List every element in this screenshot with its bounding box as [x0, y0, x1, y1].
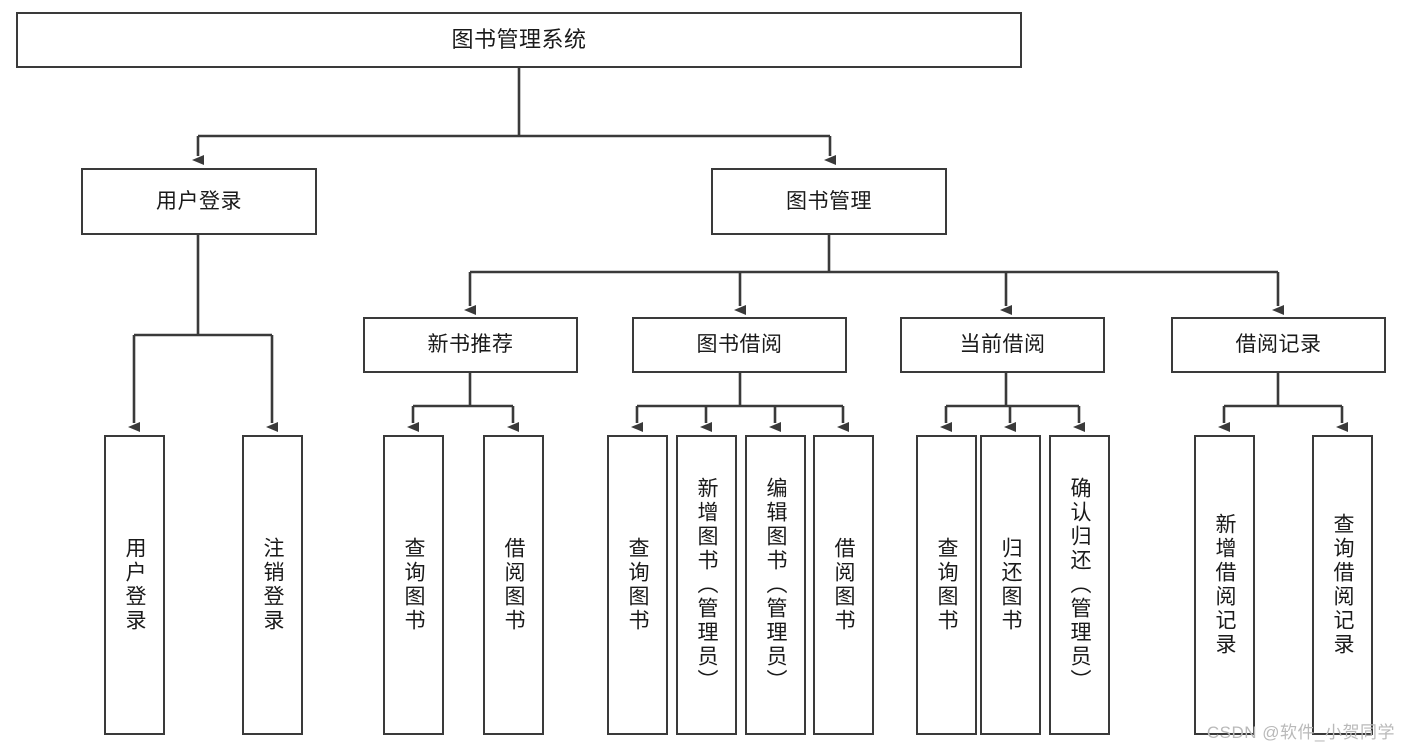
node-leaf-borrow-book-1[interactable]: 借阅图书 [483, 435, 544, 735]
node-leaf-logout[interactable]: 注销登录 [242, 435, 303, 735]
node-leaf-confirm-return-label: 确认归还（管理员） [1068, 477, 1091, 693]
node-current-borrow-label: 当前借阅 [959, 333, 1046, 357]
node-leaf-query-book-3-label: 查询图书 [935, 537, 958, 633]
node-book-borrow[interactable]: 图书借阅 [632, 317, 847, 373]
node-current-borrow[interactable]: 当前借阅 [900, 317, 1105, 373]
node-book-manage[interactable]: 图书管理 [711, 168, 947, 235]
node-leaf-return-book-label: 归还图书 [999, 537, 1022, 633]
node-borrow-record-label: 借阅记录 [1235, 333, 1322, 357]
node-leaf-query-record-label: 查询借阅记录 [1331, 513, 1354, 657]
node-leaf-query-book-2[interactable]: 查询图书 [607, 435, 668, 735]
node-leaf-borrow-book-2-label: 借阅图书 [832, 537, 855, 633]
node-leaf-add-record[interactable]: 新增借阅记录 [1194, 435, 1255, 735]
node-user-login-label: 用户登录 [156, 189, 242, 213]
node-leaf-borrow-book-1-label: 借阅图书 [502, 537, 525, 633]
node-leaf-user-login-label: 用户登录 [123, 537, 146, 633]
node-leaf-user-login[interactable]: 用户登录 [104, 435, 165, 735]
node-leaf-confirm-return[interactable]: 确认归还（管理员） [1049, 435, 1110, 735]
node-leaf-borrow-book-2[interactable]: 借阅图书 [813, 435, 874, 735]
node-root-label: 图书管理系统 [451, 26, 587, 52]
node-leaf-logout-label: 注销登录 [261, 537, 284, 633]
node-leaf-edit-book[interactable]: 编辑图书（管理员） [745, 435, 806, 735]
node-new-book-recommend-label: 新书推荐 [427, 333, 514, 357]
node-leaf-add-book[interactable]: 新增图书（管理员） [676, 435, 737, 735]
node-book-borrow-label: 图书借阅 [696, 333, 783, 357]
node-leaf-query-book-1[interactable]: 查询图书 [383, 435, 444, 735]
node-user-login[interactable]: 用户登录 [81, 168, 317, 235]
node-leaf-query-book-1-label: 查询图书 [402, 537, 425, 633]
node-leaf-add-book-label: 新增图书（管理员） [695, 477, 718, 693]
node-leaf-edit-book-label: 编辑图书（管理员） [764, 477, 787, 693]
node-new-book-recommend[interactable]: 新书推荐 [363, 317, 578, 373]
node-leaf-add-record-label: 新增借阅记录 [1213, 513, 1236, 657]
node-leaf-return-book[interactable]: 归还图书 [980, 435, 1041, 735]
node-leaf-query-record[interactable]: 查询借阅记录 [1312, 435, 1373, 735]
node-book-manage-label: 图书管理 [786, 189, 872, 213]
node-leaf-query-book-2-label: 查询图书 [626, 537, 649, 633]
node-borrow-record[interactable]: 借阅记录 [1171, 317, 1386, 373]
node-leaf-query-book-3[interactable]: 查询图书 [916, 435, 977, 735]
node-root[interactable]: 图书管理系统 [16, 12, 1022, 68]
